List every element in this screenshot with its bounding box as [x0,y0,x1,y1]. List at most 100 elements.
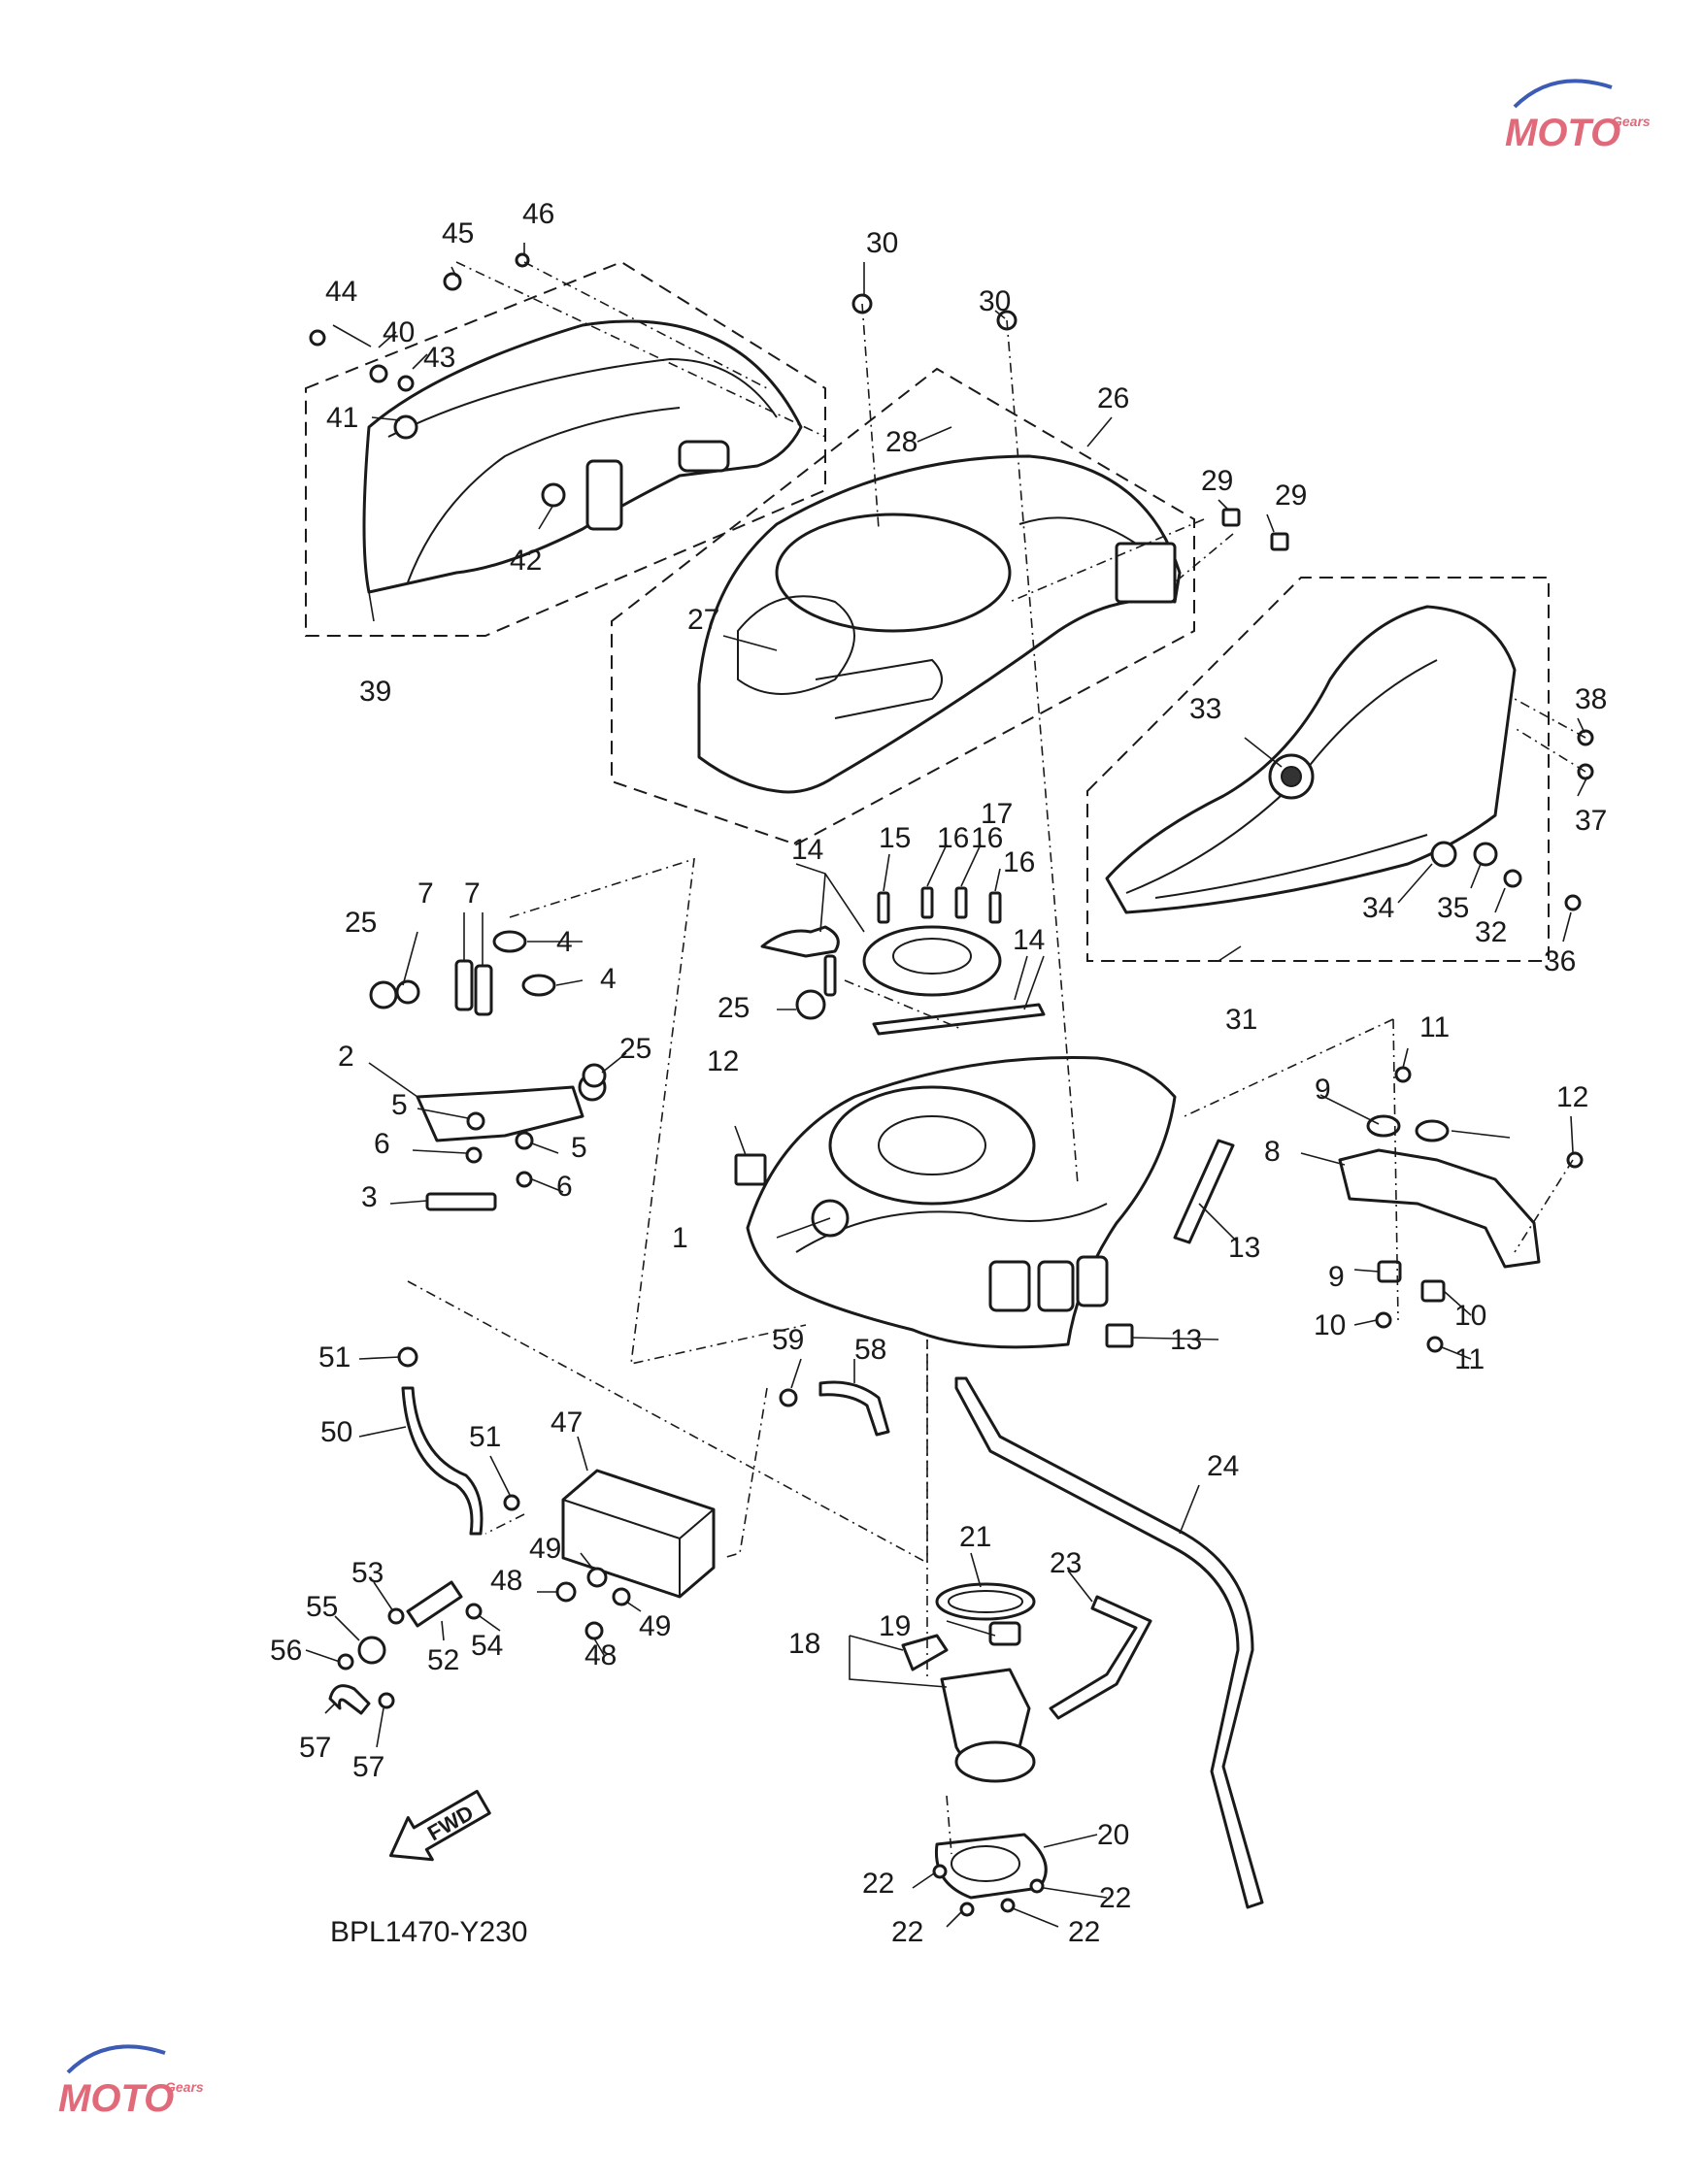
callout-57: 57 [352,1751,384,1783]
callout-22: 22 [1099,1882,1131,1914]
fuel-cap-assembly [760,886,1002,997]
damper-strip-right [1173,1139,1235,1244]
callout-29: 29 [1275,480,1307,512]
canister [561,1469,716,1599]
callout-15: 15 [879,822,911,854]
fuel-pump-assembly [901,1582,1048,1900]
callout-4: 4 [556,926,573,958]
callout-22: 22 [1068,1916,1100,1948]
callout-16: 16 [937,822,969,854]
watermark-brand: MOTO [1505,112,1620,154]
logo-swoosh-icon [1513,79,1613,109]
callout-10: 10 [1314,1309,1346,1341]
callout-28: 28 [885,426,918,458]
hose-56 [328,1684,371,1715]
tank-top-cover [697,454,1182,794]
side-cover-right [1105,605,1517,914]
callout-44: 44 [325,276,357,308]
callout-24: 24 [1207,1450,1239,1482]
callout-58: 58 [854,1334,886,1366]
callout-1: 1 [672,1222,688,1254]
callout-30: 30 [979,285,1011,317]
callout-45: 45 [442,217,474,249]
callout-48: 48 [490,1565,522,1597]
callout-36: 36 [1544,945,1576,977]
logo-swoosh-icon [66,2044,166,2074]
callout-33: 33 [1189,693,1221,725]
callout-40: 40 [383,316,415,348]
callout-10: 10 [1454,1300,1486,1332]
callout-41: 41 [326,402,358,434]
callout-11: 11 [1419,1011,1450,1043]
callout-25: 25 [718,992,750,1024]
callout-5: 5 [391,1089,408,1121]
callout-7: 7 [464,877,481,910]
hose-52 [406,1580,463,1628]
callout-5: 5 [571,1132,587,1164]
callout-50: 50 [320,1416,352,1448]
hose-58 [818,1380,890,1437]
callout-6: 6 [374,1128,390,1160]
side-cover-left [362,319,803,594]
callout-13: 13 [1170,1324,1202,1356]
diagram-code: BPL1470-Y230 [330,1916,528,1948]
callout-16: 16 [1003,846,1035,878]
watermark-logo-top: MOTO Gears [1505,79,1651,154]
callout-31: 31 [1225,1004,1257,1036]
callout-55: 55 [306,1591,338,1623]
callout-2: 2 [338,1041,354,1073]
callout-20: 20 [1097,1819,1129,1851]
callout-51: 51 [318,1341,350,1373]
callout-49: 49 [639,1610,671,1642]
callout-47: 47 [551,1406,583,1439]
callout-25: 25 [345,907,377,939]
callout-19: 19 [879,1610,911,1642]
callout-23: 23 [1050,1547,1082,1579]
reference-lines [407,261,1586,1855]
watermark-brand: MOTO [58,2077,174,2120]
fuel-tank [746,1056,1177,1349]
callout-48: 48 [584,1639,617,1671]
callout-43: 43 [423,342,455,374]
hose-50 [401,1386,484,1536]
callout-16: 16 [971,822,1003,854]
leader-lines [305,243,1588,1928]
callout-8: 8 [1264,1136,1281,1168]
callout-37: 37 [1575,805,1607,837]
callout-38: 38 [1575,683,1607,715]
callout-46: 46 [522,198,554,230]
callout-56: 56 [270,1635,302,1667]
watermark-tagline: Gears [165,2079,204,2095]
callout-11: 11 [1454,1343,1485,1375]
callout-53: 53 [351,1557,384,1589]
callout-18: 18 [788,1628,820,1660]
callout-51: 51 [469,1421,501,1453]
callout-30: 30 [866,227,898,259]
bracket-right [1338,1114,1541,1303]
callout-52: 52 [427,1644,459,1676]
fasteners [309,252,1594,1917]
callout-12: 12 [707,1045,739,1077]
forward-arrow-icon: FWD [389,1789,491,1862]
callout-7: 7 [417,877,434,910]
callout-22: 22 [862,1868,894,1900]
callout-39: 39 [359,676,391,708]
callout-13: 13 [1228,1232,1260,1264]
callout-14: 14 [1013,924,1045,956]
callout-3: 3 [361,1181,378,1213]
callout-54: 54 [471,1630,503,1662]
callout-22: 22 [891,1916,923,1948]
callout-26: 26 [1097,382,1129,414]
callout-6: 6 [556,1171,573,1203]
callout-25: 25 [619,1033,651,1065]
group-box-39 [305,260,826,637]
callout-59: 59 [772,1324,804,1356]
callout-32: 32 [1475,916,1507,948]
damper-strip-top [872,1003,1046,1036]
callout-49: 49 [529,1533,561,1565]
callout-29: 29 [1201,465,1233,497]
watermark-logo-bottom: MOTO Gears [58,2044,204,2120]
group-box-31 [1086,577,1550,962]
callout-42: 42 [510,545,542,577]
